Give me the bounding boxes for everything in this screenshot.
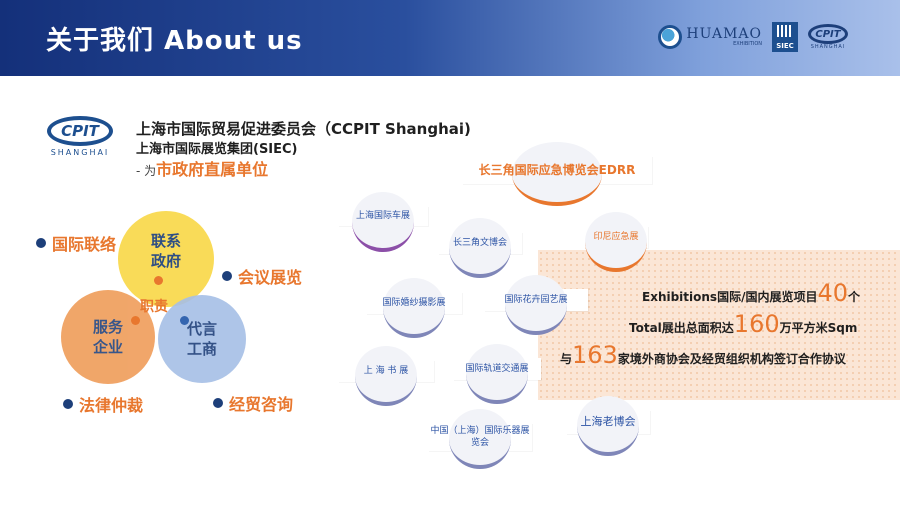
exhibition-book-fair: 上 海 书 展 bbox=[338, 360, 434, 382]
huamao-logo: HUAMAO EXHIBITION bbox=[658, 25, 762, 49]
org-name-ccpit: 上海市国际贸易促进委员会（CCPIT Shanghai) bbox=[136, 120, 471, 138]
stat-exhibitions: Exhibitions国际/国内展览项目40个 bbox=[642, 279, 860, 307]
stats-panel bbox=[538, 250, 900, 400]
stat-text: 个 bbox=[848, 290, 861, 304]
org-status-prefix: - 为 bbox=[136, 164, 157, 178]
stat-text: Total展出总面积达 bbox=[629, 321, 734, 335]
exhibition-senior-expo: 上海老博会 bbox=[566, 410, 650, 434]
stat-text: Exhibitions国际/国内展览项目 bbox=[642, 290, 818, 304]
exhibition-flower-garden: 国际花卉园艺展 bbox=[484, 289, 588, 311]
siec-logo-text: SIEC bbox=[776, 42, 794, 50]
stat-area: Total展出总面积达160万平方米Sqm bbox=[629, 310, 857, 338]
function-label: 经贸咨询 bbox=[229, 395, 294, 414]
huamao-logo-subtext: EXHIBITION bbox=[733, 41, 762, 47]
venn-center-label: 职责 bbox=[140, 299, 168, 315]
huamao-logo-text: HUAMAO bbox=[686, 26, 762, 42]
cpit-logo-small-text: CPIT bbox=[808, 24, 848, 44]
bullet-dot-icon bbox=[222, 271, 232, 281]
exhibition-music-china: 中国（上海）国际乐器展览会 bbox=[428, 423, 532, 451]
org-status: - 为市政府直属单位 bbox=[136, 156, 268, 180]
cpit-logo-text: CPIT bbox=[47, 116, 113, 146]
stat-text: 与 bbox=[560, 352, 573, 366]
cpit-logo-small: CPIT SHANGHAI bbox=[808, 24, 848, 50]
cpit-logo: CPIT SHANGHAI bbox=[46, 116, 114, 157]
stat-number: 163 bbox=[572, 341, 618, 369]
venn-label-business: 代言 工商 bbox=[186, 320, 217, 358]
bullet-dot-icon bbox=[213, 398, 223, 408]
siec-logo: SIEC bbox=[772, 22, 798, 52]
stat-number: 160 bbox=[733, 310, 780, 338]
stat-number: 40 bbox=[817, 279, 849, 307]
venn-label-enterprise: 服务 企业 bbox=[92, 318, 123, 356]
function-label: 国际联络 bbox=[52, 235, 117, 254]
stat-agreements: 与163家境外商协会及经贸组织机构签订合作协议 bbox=[560, 341, 846, 369]
exhibition-edrr: 长三角国际应急博览会EDRR bbox=[462, 156, 652, 184]
exhibition-rail-transit: 国际轨道交通展 bbox=[453, 358, 541, 380]
function-bullet: 法律仲裁 bbox=[63, 392, 143, 416]
bullet-dot-icon bbox=[36, 238, 46, 248]
stat-text: 家境外商协会及经贸组织机构签订合作协议 bbox=[617, 352, 846, 366]
venn-circle-enterprise: 服务 企业 bbox=[61, 290, 155, 384]
venn-dot-icon bbox=[180, 316, 189, 325]
header-banner: 关于我们 About us HUAMAO EXHIBITION SIEC CPI… bbox=[0, 0, 900, 76]
cpit-logo-subtext: SHANGHAI bbox=[50, 148, 110, 157]
partner-logos: HUAMAO EXHIBITION SIEC CPIT SHANGHAI bbox=[658, 22, 848, 52]
function-label: 法律仲裁 bbox=[79, 396, 144, 415]
venn-circle-government: 联系 政府 bbox=[118, 211, 214, 307]
stat-text: 万平方米Sqm bbox=[779, 321, 858, 335]
huamao-logo-icon bbox=[658, 25, 683, 49]
venn-circle-business: 代言 工商 bbox=[158, 295, 246, 383]
function-bullet: 经贸咨询 bbox=[213, 391, 293, 415]
exhibition-indonesia-emergency: 印尼应急展 bbox=[584, 226, 648, 248]
cpit-logo-small-subtext: SHANGHAI bbox=[810, 44, 846, 50]
page-title: 关于我们 About us bbox=[46, 26, 303, 56]
exhibition-auto-show: 上海国际车展 bbox=[338, 206, 428, 226]
org-status-highlight: 市政府直属单位 bbox=[156, 160, 269, 179]
function-label: 会议展览 bbox=[238, 268, 303, 287]
function-bullet: 国际联络 bbox=[36, 231, 116, 255]
venn-label-government: 联系 政府 bbox=[150, 232, 181, 270]
venn-dot-icon bbox=[154, 276, 163, 285]
function-bullet: 会议展览 bbox=[222, 264, 302, 288]
org-name-siec: 上海市国际展览集团(SIEC) bbox=[136, 142, 298, 157]
exhibition-culture-expo: 长三角文博会 bbox=[438, 232, 522, 254]
bullet-dot-icon bbox=[63, 399, 73, 409]
exhibition-wedding-photo: 国际婚纱摄影展 bbox=[366, 292, 462, 314]
venn-dot-icon bbox=[131, 316, 140, 325]
